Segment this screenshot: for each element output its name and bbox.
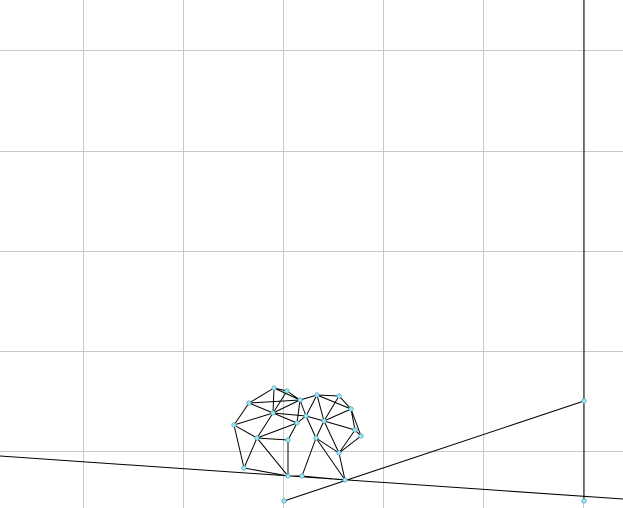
structure-edge [350,408,362,437]
structure-edge [256,412,274,439]
structure-node[interactable] [352,427,358,433]
structure-node[interactable] [297,397,303,403]
structure-edge [272,412,307,417]
structure-node[interactable] [336,450,342,456]
structure-edge [323,420,340,454]
structure-node[interactable] [581,398,587,404]
structure-edge [233,424,245,469]
structure-edge [316,394,352,410]
structure-node[interactable] [246,400,252,406]
structure-edge [315,437,346,481]
structure-edge [305,415,317,439]
structure-edge [248,387,275,404]
structure-edge [301,475,346,481]
structure-edge [233,424,258,439]
structure-edge [338,435,362,454]
structure-edge [243,437,258,469]
structure-node[interactable] [313,435,319,441]
structure-nodes[interactable] [231,385,587,504]
structure-edge [287,422,298,441]
structure-node[interactable] [299,473,305,479]
structure-edge [256,437,289,477]
structure-edge [323,395,340,422]
structure-edge [301,437,317,477]
structure-edge [272,412,298,424]
ground-line [0,455,623,500]
structure-edge [305,394,318,417]
structure-node[interactable] [303,413,309,419]
structure-node[interactable] [284,388,290,394]
structure-edge [316,394,340,397]
structure-edge [233,412,274,426]
structure-edge [316,394,325,422]
structure-node[interactable] [294,420,300,426]
structure-edge [315,420,325,439]
structure-node[interactable] [358,433,364,439]
structure-edge [338,429,356,454]
structure-node[interactable] [254,435,260,441]
structure-edge [315,437,340,454]
structure-edge [299,399,307,417]
ramp-line [283,400,585,502]
structure-node[interactable] [581,498,587,504]
structure-edge [243,467,289,477]
structure-edge [233,402,250,426]
structure-edge [296,399,301,424]
structure-node[interactable] [285,437,291,443]
structure-node[interactable] [241,465,247,471]
structure-edge [272,387,275,414]
structure-node[interactable] [336,393,342,399]
structure-edge [272,390,288,414]
structure-node[interactable] [314,392,320,398]
structure-edge [323,408,352,422]
structure-node[interactable] [342,477,348,483]
structure-node[interactable] [270,410,276,416]
structure-edge [272,399,301,414]
structure-node[interactable] [285,473,291,479]
structure-edge [248,399,301,404]
structure-edge [350,408,356,431]
structure-edge [338,395,352,410]
structure-node[interactable] [231,422,237,428]
structure-node[interactable] [321,418,327,424]
structure-edge [323,420,356,431]
structure-node[interactable] [281,498,287,504]
structure-edge [256,422,298,439]
structure-node[interactable] [348,406,354,412]
structure-edge [305,415,325,422]
structure-edge [248,402,274,414]
structure-node[interactable] [271,385,277,391]
structure-edge [273,387,301,401]
structure-edge [256,437,289,441]
structure-edge [299,394,318,401]
structure-edge [338,452,346,481]
